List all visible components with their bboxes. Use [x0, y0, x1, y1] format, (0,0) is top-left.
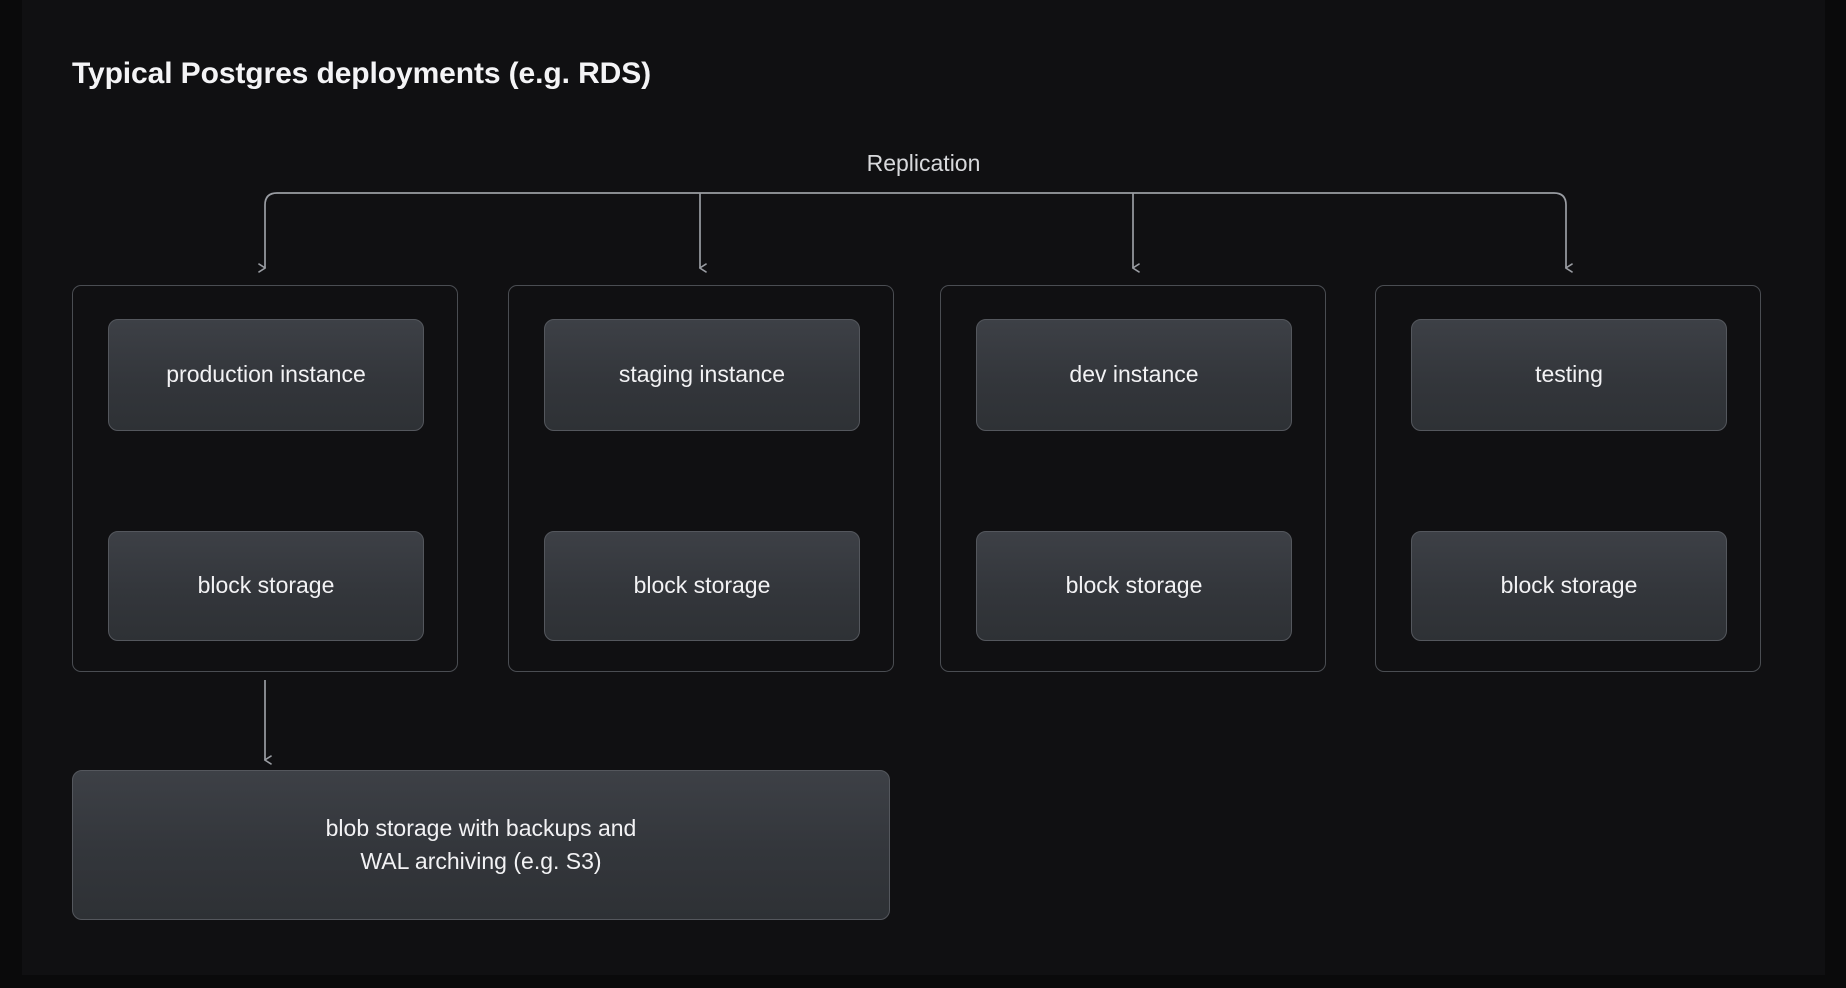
page-title: Typical Postgres deployments (e.g. RDS): [72, 57, 652, 90]
node-staging-block-storage[interactable]: block storage: [544, 531, 860, 641]
diagram-panel: Typical Postgres deployments (e.g. RDS) …: [22, 0, 1825, 975]
replication-bus-line: [258, 192, 1573, 273]
node-dev-block-storage[interactable]: block storage: [976, 531, 1292, 641]
node-staging-instance[interactable]: staging instance: [544, 319, 860, 431]
blob-storage-line-1: blob storage with backups and: [325, 815, 637, 842]
node-blob-storage[interactable]: blob storage with backups and WAL archiv…: [72, 770, 890, 920]
env-group-testing[interactable]: testing block storage: [1375, 285, 1761, 672]
node-testing-block-storage[interactable]: block storage: [1411, 531, 1727, 641]
env-group-dev[interactable]: dev instance block storage: [940, 285, 1326, 672]
env-group-staging[interactable]: staging instance block storage: [508, 285, 894, 672]
instance-storage-links: [258, 442, 1575, 523]
node-production-instance[interactable]: production instance: [108, 319, 424, 431]
node-production-block-storage[interactable]: block storage: [108, 531, 424, 641]
node-dev-instance[interactable]: dev instance: [976, 319, 1292, 431]
blob-storage-line-2: WAL archiving (e.g. S3): [360, 848, 602, 874]
node-testing-instance[interactable]: testing: [1411, 319, 1727, 431]
replication-label: Replication: [866, 150, 981, 176]
env-group-production[interactable]: production instance block storage: [72, 285, 458, 672]
